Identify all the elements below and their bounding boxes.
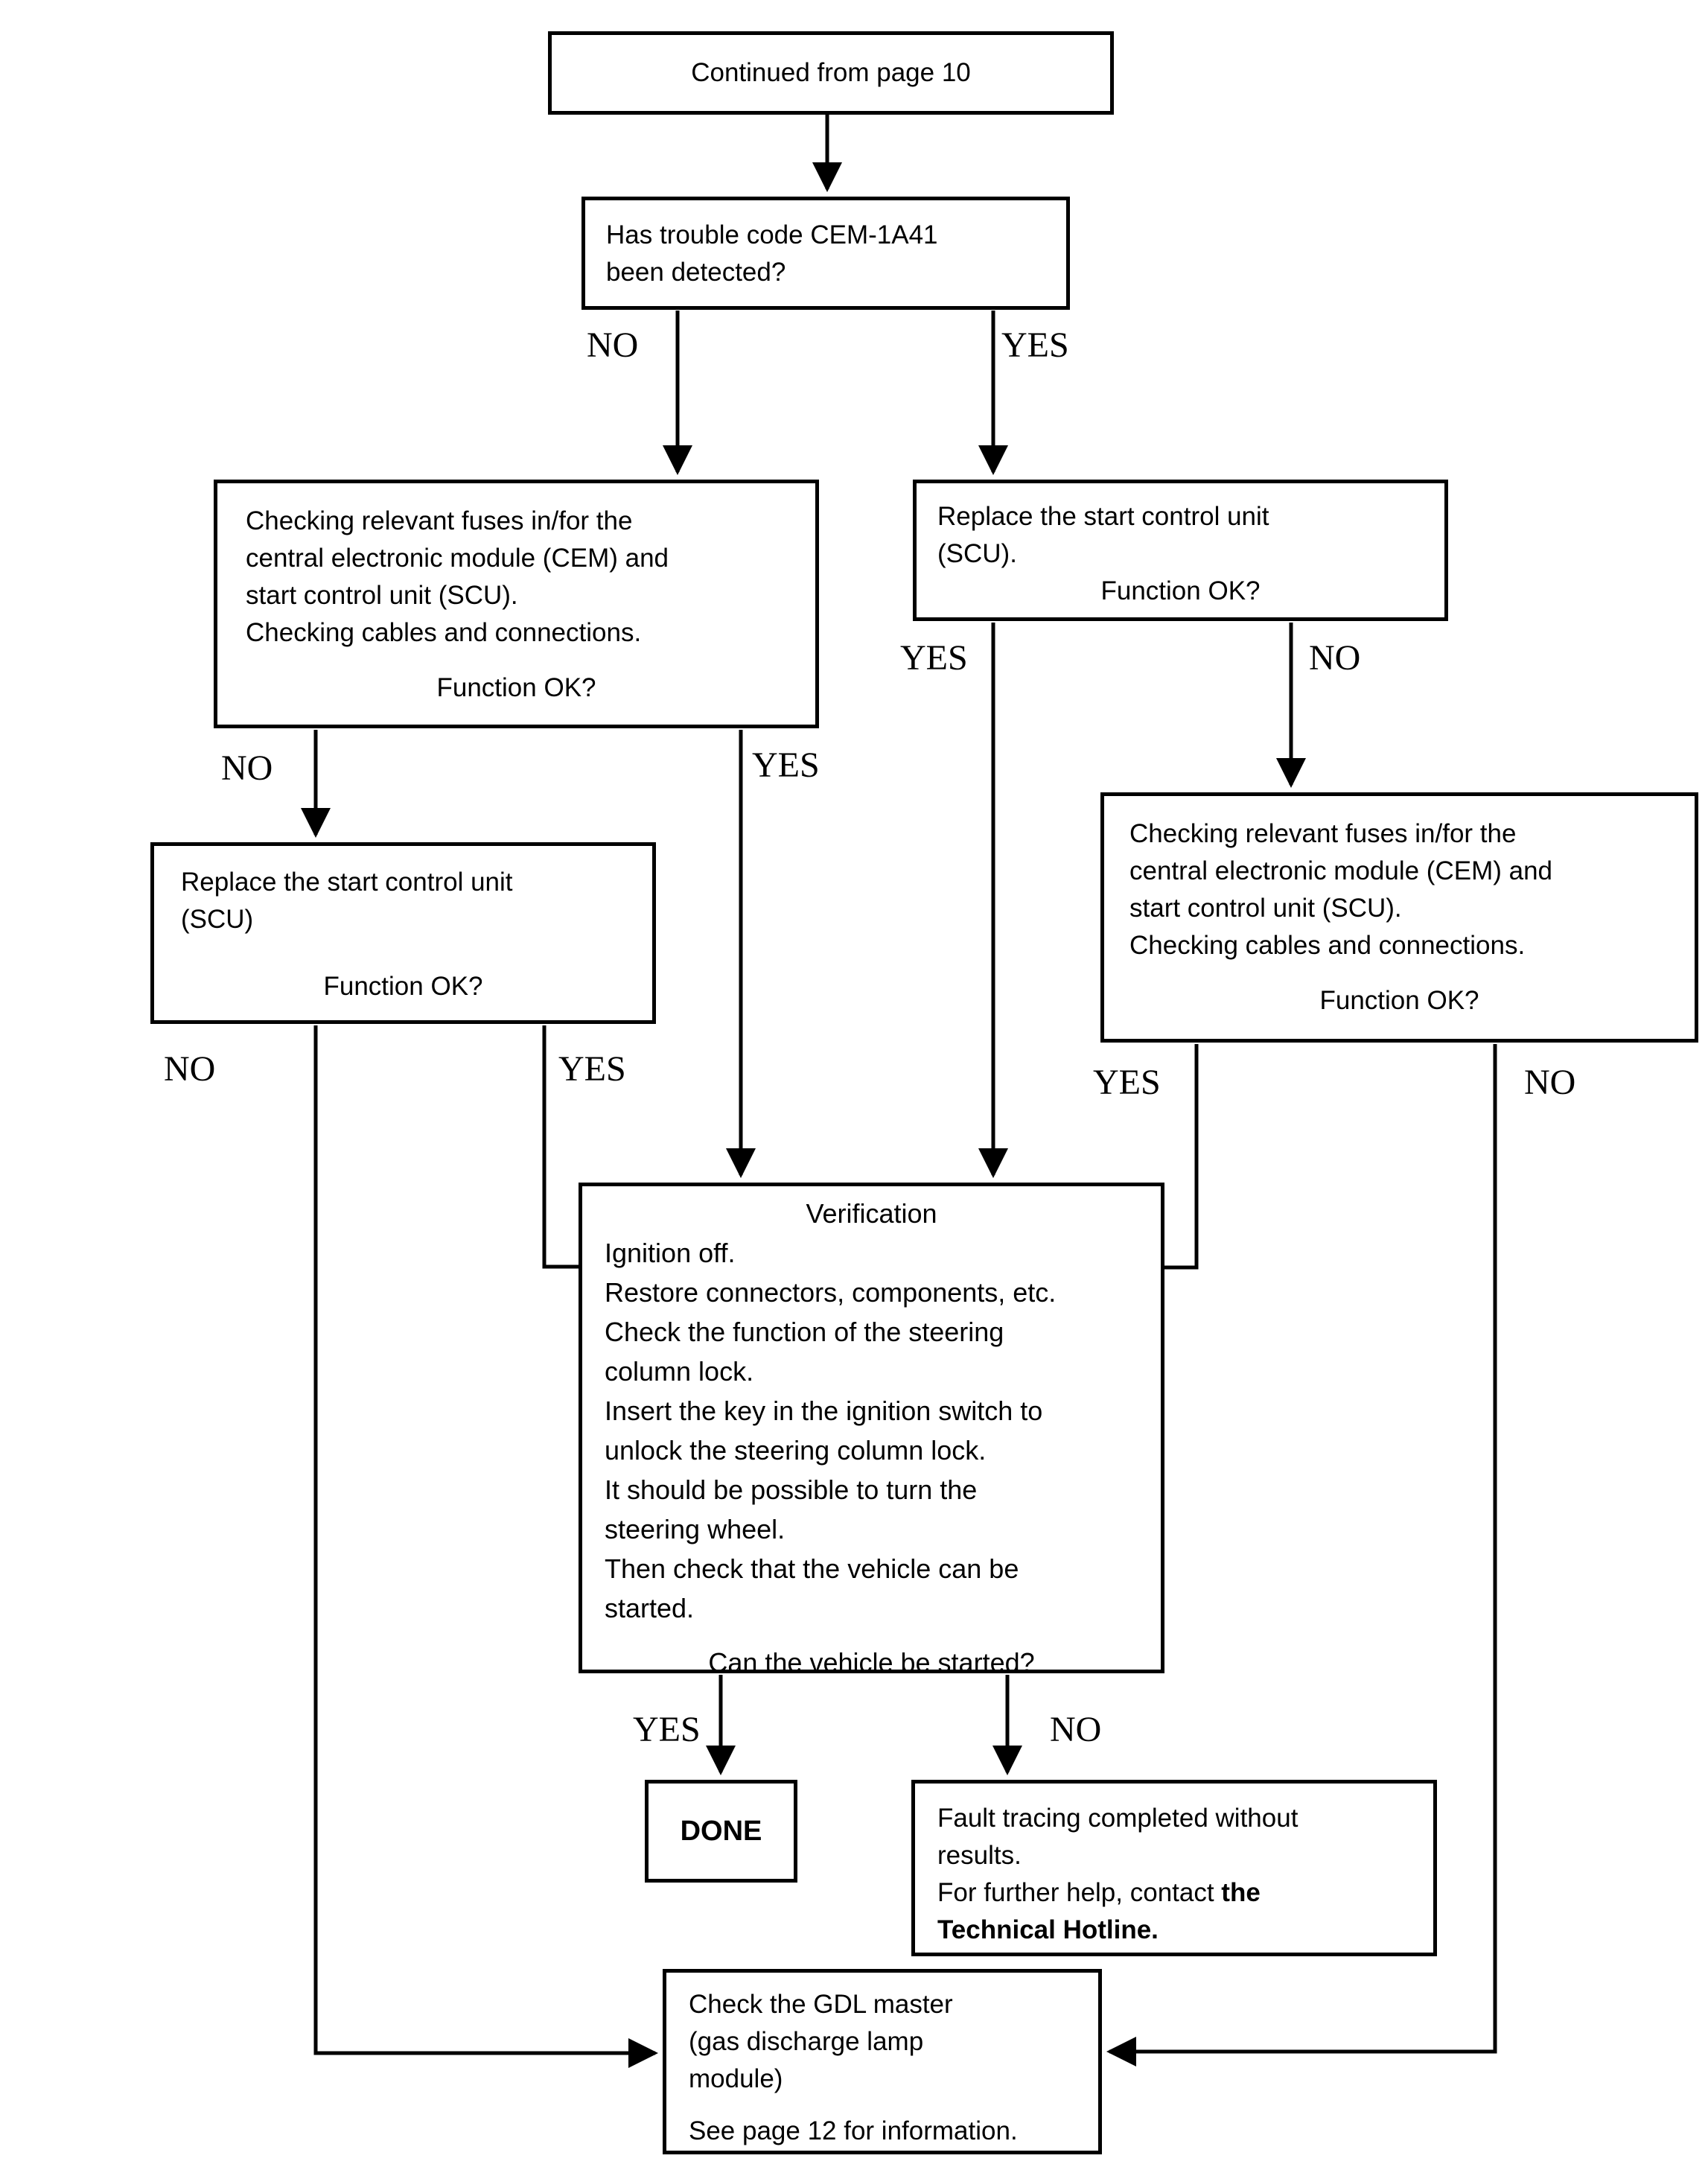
fault-line4-bold: Technical Hotline. xyxy=(937,1915,1159,1944)
label-verification-no: NO xyxy=(1050,1710,1102,1749)
node-replace-scu-right: Replace the start control unit (SCU). Fu… xyxy=(913,480,1448,621)
edge-replace-left-yes-to-verification xyxy=(542,1025,580,1269)
fault-line3-bold: the xyxy=(1221,1878,1261,1907)
trouble-line: Has trouble code CEM-1A41 xyxy=(606,220,938,249)
label-trouble-no: NO xyxy=(587,325,639,365)
gdl-line: module) xyxy=(689,2064,783,2093)
check-left-line: Checking cables and connections. xyxy=(246,618,642,647)
fault-line: results. xyxy=(937,1841,1022,1870)
trouble-line: been detected? xyxy=(606,258,786,287)
label-check-right-no: NO xyxy=(1524,1063,1576,1102)
replace-left-question: Function OK? xyxy=(323,972,483,1001)
gdl-line: Check the GDL master xyxy=(689,1990,953,2019)
edge-check-right-no-to-gdl xyxy=(1106,1044,1497,2066)
verification-line: Ignition off. xyxy=(605,1238,736,1268)
verification-line: Check the function of the steering xyxy=(605,1317,1004,1347)
check-right-line: Checking cables and connections. xyxy=(1129,931,1526,960)
verification-line: Restore connectors, components, etc. xyxy=(605,1277,1057,1308)
verification-line: It should be possible to turn the xyxy=(605,1474,978,1505)
check-left-question: Function OK? xyxy=(436,673,596,702)
verification-line: unlock the steering column lock. xyxy=(605,1435,987,1466)
node-fault-tracing-completed: Fault tracing completed without results.… xyxy=(911,1780,1437,1956)
label-check-left-no: NO xyxy=(221,748,273,788)
node-continued-from-page: Continued from page 10 xyxy=(548,31,1114,115)
node-check-gdl-master: Check the GDL master (gas discharge lamp… xyxy=(663,1969,1102,2154)
replace-right-line: (SCU). xyxy=(937,539,1017,568)
label-verification-yes: YES xyxy=(633,1710,701,1749)
verification-line: Insert the key in the ignition switch to xyxy=(605,1396,1043,1426)
node-replace-scu-left: Replace the start control unit (SCU) Fun… xyxy=(150,842,656,1024)
edge-replace-left-no-to-gdl xyxy=(313,1025,658,2068)
continued-text: Continued from page 10 xyxy=(691,58,971,87)
label-check-right-yes: YES xyxy=(1093,1063,1161,1102)
label-replace-right-yes: YES xyxy=(900,638,968,678)
check-left-line: start control unit (SCU). xyxy=(246,581,518,610)
check-right-question: Function OK? xyxy=(1319,986,1479,1015)
replace-right-line: Replace the start control unit xyxy=(937,502,1269,531)
edge-check-right-yes-to-verification xyxy=(1163,1044,1199,1270)
node-done: DONE xyxy=(645,1780,797,1883)
verification-line: started. xyxy=(605,1593,695,1623)
verification-title: Verification xyxy=(806,1198,937,1229)
verification-line: column lock. xyxy=(605,1356,754,1387)
check-right-line: central electronic module (CEM) and xyxy=(1129,856,1553,885)
fault-line: For further help, contact the xyxy=(937,1874,1411,1912)
verification-line: Then check that the vehicle can be xyxy=(605,1553,1019,1584)
label-trouble-yes: YES xyxy=(1001,325,1069,365)
done-text: DONE xyxy=(680,1816,762,1847)
gdl-footer: See page 12 for information. xyxy=(689,2116,1018,2145)
check-left-line: Checking relevant fuses in/for the xyxy=(246,506,633,535)
replace-left-line: (SCU) xyxy=(181,905,254,934)
node-check-fuses-right: Checking relevant fuses in/for the centr… xyxy=(1100,792,1698,1043)
node-verification: Verification Ignition off. Restore conne… xyxy=(579,1183,1164,1678)
node-trouble-code-question: Has trouble code CEM-1A41 been detected? xyxy=(581,197,1070,310)
verification-question: Can the vehicle be started? xyxy=(708,1647,1035,1678)
replace-left-line: Replace the start control unit xyxy=(181,868,513,897)
label-check-left-yes: YES xyxy=(752,745,820,785)
verification-line: steering wheel. xyxy=(605,1514,786,1544)
check-left-line: central electronic module (CEM) and xyxy=(246,544,669,573)
fault-line3-normal: For further help, contact xyxy=(937,1878,1222,1907)
label-replace-right-no: NO xyxy=(1309,638,1361,678)
label-replace-left-yes: YES xyxy=(558,1049,626,1089)
check-right-line: Checking relevant fuses in/for the xyxy=(1129,819,1517,848)
replace-right-question: Function OK? xyxy=(1100,576,1261,605)
label-replace-left-no: NO xyxy=(164,1049,216,1089)
gdl-line: (gas discharge lamp xyxy=(689,2027,924,2056)
node-check-fuses-left: Checking relevant fuses in/for the centr… xyxy=(214,480,819,728)
check-right-line: start control unit (SCU). xyxy=(1129,894,1402,923)
fault-line: Fault tracing completed without xyxy=(937,1804,1298,1833)
